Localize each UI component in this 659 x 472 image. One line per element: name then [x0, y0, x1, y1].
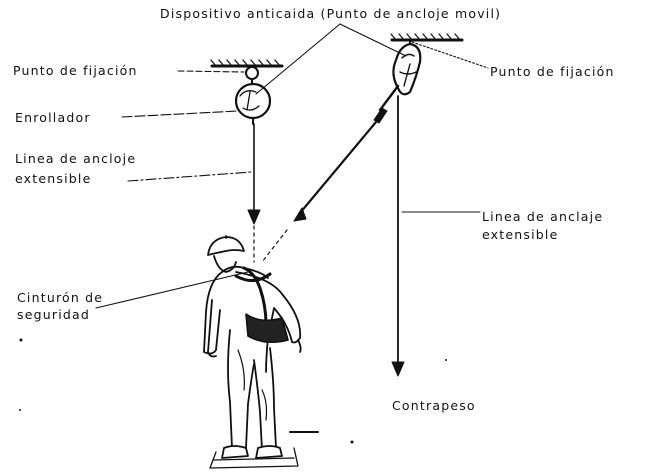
label-fixing-point-left: Punto de fijación: [13, 63, 138, 78]
diagonal-lanyard: [261, 84, 400, 263]
label-harness-2: seguridad: [17, 307, 91, 322]
leader-lines: [95, 23, 489, 309]
label-fixing-point-right: Punto de fijación: [490, 64, 615, 79]
label-counterweight: Contrapeso: [392, 398, 476, 413]
left-fixing-point: [210, 59, 284, 80]
retractor: [234, 79, 272, 125]
right-fixing-point: [390, 33, 464, 42]
label-anchor-device: Dispositivo anticaida (Punto de ancloje …: [160, 6, 502, 21]
label-line-right-2: extensible: [482, 227, 559, 242]
left-anchor-line: [247, 123, 261, 263]
label-harness-1: Cinturón de: [17, 290, 104, 305]
label-line-right-1: Linea de anclaje: [482, 209, 604, 224]
right-anchor-line: [391, 95, 405, 377]
label-line-left-1: Linea de ancloje: [15, 151, 137, 166]
label-line-left-2: extensible: [15, 171, 92, 186]
worker-figure: [203, 235, 319, 469]
label-retractor: Enrollador: [15, 110, 91, 125]
